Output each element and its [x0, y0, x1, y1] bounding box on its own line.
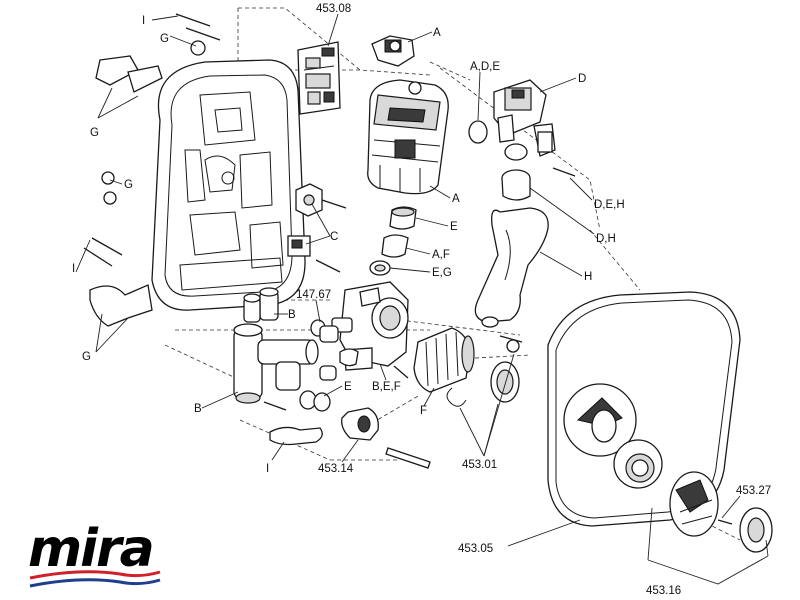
callout-453-08: 453.08	[316, 3, 351, 15]
callout-a-motor: A	[452, 193, 460, 205]
callout-g-top: G	[160, 33, 169, 45]
callout-a-f: A,F	[432, 249, 450, 261]
callout-d: D	[578, 73, 586, 85]
mira-logo: mira	[28, 519, 161, 588]
callout-147-67: 147.67	[296, 289, 331, 301]
callout-f: F	[420, 405, 427, 417]
callout-b-e-f: B,E,F	[372, 381, 401, 393]
callout-g-mid: G	[124, 179, 133, 191]
callout-b-top: B	[288, 309, 296, 321]
callout-c: C	[330, 231, 338, 243]
callout-453-05: 453.05	[458, 543, 493, 555]
valve-body	[331, 281, 409, 371]
callout-a-top: A	[433, 27, 441, 39]
callout-g-left: G	[90, 127, 99, 139]
front-cover	[547, 291, 741, 527]
callout-a-d-e: A,D,E	[470, 61, 500, 73]
motor-assembly	[367, 79, 449, 195]
mira-logo-text: mira	[28, 519, 153, 579]
callout-b-left: B	[194, 403, 202, 415]
callout-e-g: E,G	[432, 267, 452, 279]
solenoid-valve	[493, 79, 556, 157]
callout-453-27: 453.27	[736, 485, 771, 497]
control-knob	[669, 471, 773, 553]
side-clips-and-screws	[83, 13, 221, 327]
thermostatic-cartridge	[413, 327, 520, 407]
motor-connectors	[369, 206, 417, 276]
inlet-manifold	[233, 287, 339, 404]
callout-d-h: D,H	[596, 233, 616, 245]
pcb-board	[297, 41, 341, 115]
callout-i-top: I	[142, 15, 145, 27]
logo-swoosh-blue	[29, 578, 161, 588]
logo-swoosh-red	[29, 570, 161, 580]
callout-i-left: I	[72, 263, 75, 275]
callout-e-motor: E	[450, 221, 458, 233]
flow-regulator	[287, 183, 323, 257]
leader-lines	[75, 13, 741, 547]
callout-h: H	[584, 271, 592, 283]
callout-i-bottom: I	[266, 463, 269, 475]
callout-e-mid: E	[344, 381, 352, 393]
inlet-connector	[341, 407, 431, 469]
screws	[263, 167, 733, 525]
callout-labels: 453.08 A I G G G A,D,E D A D,E,H E C D,H…	[72, 3, 771, 597]
backplate-housing	[151, 59, 306, 311]
retaining-clip	[269, 426, 323, 446]
cap-a	[371, 35, 415, 67]
outlet-hose	[474, 169, 549, 328]
callout-d-e-h: D,E,H	[594, 199, 625, 211]
knob-bracket	[647, 507, 769, 585]
callout-453-01: 453.01	[462, 459, 497, 471]
callout-g-bottom: G	[82, 351, 91, 363]
callout-453-16: 453.16	[646, 585, 681, 597]
callout-453-14: 453.14	[318, 463, 354, 475]
